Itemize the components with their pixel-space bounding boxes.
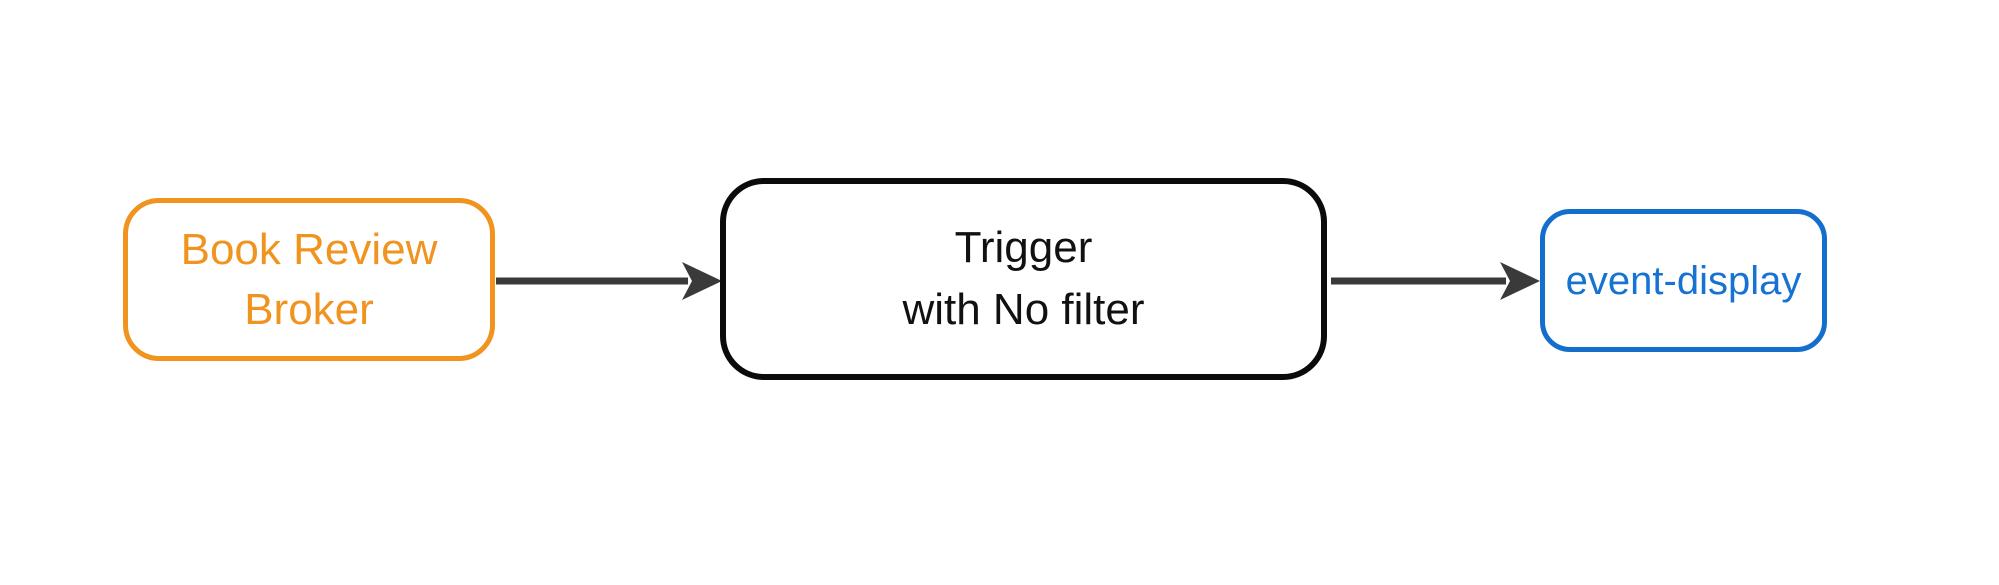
- node-event-display: event-display: [1540, 209, 1827, 352]
- arrowhead-icon: [682, 262, 722, 300]
- node-book-review-broker: Book Review Broker: [123, 198, 495, 361]
- node-trigger: Trigger with No filter: [720, 178, 1327, 380]
- node-label-line: Broker: [244, 284, 374, 334]
- node-label-line: event-display: [1565, 258, 1802, 303]
- node-event-display-label: event-display: [1566, 257, 1802, 305]
- edge-broker-to-trigger: [496, 262, 722, 300]
- edge-trigger-to-event-display: [1331, 262, 1540, 300]
- arrowhead-icon: [1500, 262, 1540, 300]
- node-book-review-broker-label: Book Review Broker: [181, 220, 438, 340]
- node-label-line: with No filter: [902, 285, 1145, 334]
- node-label-line: Book Review: [180, 224, 438, 274]
- node-trigger-label: Trigger with No filter: [902, 217, 1144, 341]
- node-label-line: Trigger: [954, 223, 1093, 272]
